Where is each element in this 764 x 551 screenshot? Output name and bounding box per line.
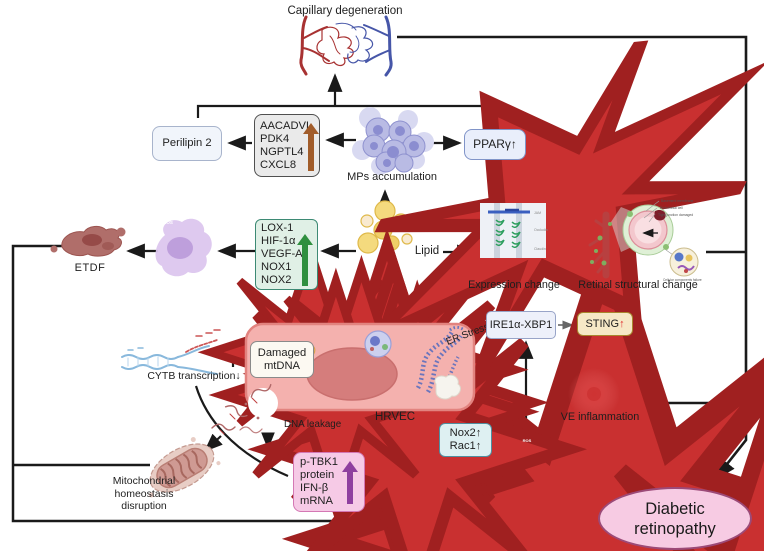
gel-annotation-3: Claudin — [534, 247, 546, 251]
cytb-transcription-label: CYTB transcription↓ — [147, 370, 241, 382]
gel-annotation-1: JAM — [534, 211, 541, 215]
vesicle-organelle — [364, 330, 392, 358]
lipid-label: Lipid — [414, 245, 440, 257]
ptbk1-up-arrow — [342, 461, 358, 504]
ros-burst-illustration: ROS — [523, 438, 764, 551]
ros-blob — [434, 374, 764, 551]
ros-label: ROS — [163, 220, 173, 225]
capillary-illustration — [299, 15, 393, 77]
etdf-illustration — [50, 225, 126, 257]
gel-annotation-2: Occludin — [534, 228, 548, 232]
retina-annotation-3: Tight junction damaged — [658, 213, 693, 217]
line-capillary-to-dr — [397, 35, 748, 481]
perilipin-box: Perilipin 2 — [152, 126, 222, 161]
retinal-structural-change-label: Retinal structural change — [578, 279, 698, 291]
mitochondrion-illustration — [148, 437, 221, 498]
sting-up-arrow: ↑ — [619, 317, 625, 330]
er-organelle — [415, 325, 465, 394]
hrvec-label: HRVEC — [374, 411, 416, 423]
mps-accumulation-label: MPs accumulation — [347, 171, 437, 183]
retina-illustration: Basement membrane Endothelial cell Tight… — [588, 199, 702, 282]
lox-panel-up-arrow — [297, 234, 313, 286]
sting-box: STING↑ — [577, 312, 633, 336]
dna-leakage-label: DNA leakage — [284, 419, 342, 430]
ire1-xbp1-box: IRE1α-XBP1 — [486, 311, 556, 339]
membrane-breach — [248, 388, 278, 418]
lox-panel-box: LOX-1 HIF-1α VEGF-A NOX1 NOX2 — [255, 219, 318, 290]
line-perilipin-pparg-connector — [196, 104, 486, 122]
inflammation-glow-illustration — [568, 368, 620, 420]
ve-inflammation-label: VE inflammation — [560, 411, 640, 423]
retina-annotation-4: Cellular components failure — [663, 278, 702, 282]
dna-leakage-illustration — [211, 383, 272, 435]
capillary-degeneration-label: Capillary degeneration — [287, 5, 403, 17]
retina-annotation-2: Endothelial cell — [660, 206, 683, 210]
ros-burst-label: ROS — [523, 438, 532, 443]
mito-disruption-label: Mitochondrial homeostasis disruption — [112, 475, 176, 512]
gene-panel-up-arrow — [303, 123, 319, 171]
damaged-mtdna-box: Damaged mtDNA — [250, 341, 314, 378]
line-etdf-to-dr-trunk — [11, 244, 593, 530]
expression-panel-illustration: JAM Occludin Claudin — [480, 203, 548, 258]
stressed-cell-illustration: ROS — [155, 0, 764, 551]
expression-change-label: Expression change — [468, 279, 560, 291]
etdf-label: ETDF — [74, 262, 106, 274]
diabetic-retinopathy-node: Diabetic retinopathy — [598, 487, 752, 550]
pparg-box: PPARγ↑ — [464, 129, 526, 160]
cytb-dna-illustration — [121, 329, 221, 375]
retina-annotation-1: Basement membrane — [661, 199, 694, 203]
nox-rac-box: Nox2↑ Rac1↑ — [439, 423, 492, 457]
mps-cells-illustration — [352, 107, 434, 175]
